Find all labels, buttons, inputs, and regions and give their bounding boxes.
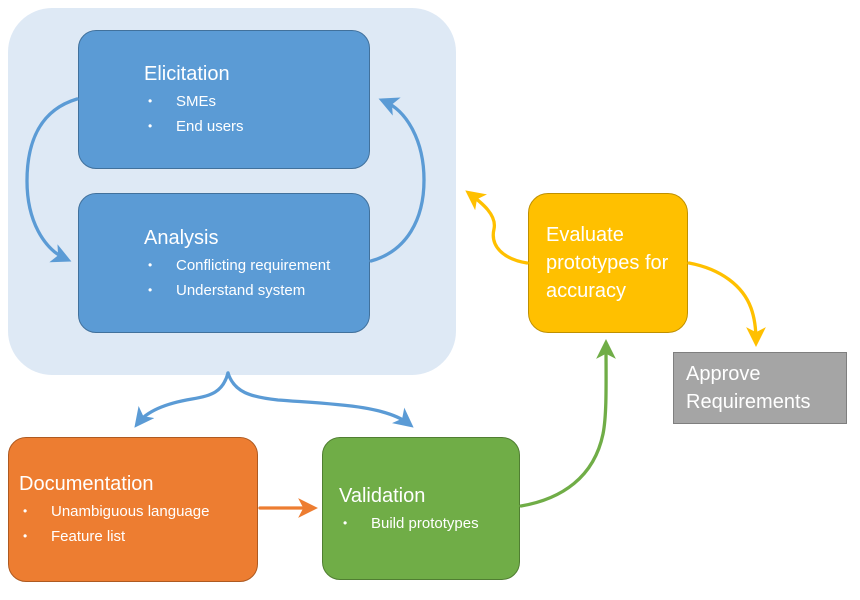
approve-requirements-title: Approve Requirements [686,363,811,413]
bullet-text: Conflicting requirement [176,256,331,274]
bullet-text: End users [176,118,244,135]
bullet-text: Unambiguous language [51,503,210,520]
arrow-evaluate-to-approve [687,261,766,347]
bullet-dot: • [148,282,153,297]
bullet-text: Build prototypes [371,514,479,532]
evaluate-prototypes-node: Evaluate prototypes for accuracy [528,193,688,333]
arrow-evaluate-to-group [465,190,529,265]
evaluate-prototypes-title: Evaluate prototypes for accuracy [546,224,669,302]
arrow-validation-to-evaluate [519,339,616,508]
bullet-text: SMEs [176,93,217,110]
analysis-title: Analysis [144,226,219,249]
arrow-group-to-validation [226,371,414,428]
bullet-dot: • [148,94,153,108]
validation-node: Validation • Build prototypes [322,437,520,580]
bullet-item: • Unambiguous language [19,499,251,524]
bullet-item: • Understand system [144,278,361,303]
validation-title: Validation [339,484,426,507]
validation-bullets: • Build prototypes [339,511,513,536]
elicitation-title: Elicitation [144,63,230,85]
bullet-dot: • [343,515,348,530]
documentation-bullets: • Unambiguous language • Feature list [19,499,251,549]
bullet-item: • SMEs [144,89,361,114]
arrow-group-to-documentation [134,371,230,428]
bullet-dot: • [23,504,28,518]
documentation-title: Documentation [19,473,154,495]
analysis-node: Analysis • Conflicting requirement • Und… [78,193,370,333]
bullet-text: Understand system [176,281,306,299]
bullet-dot: • [148,119,153,133]
elicitation-bullets: • SMEs • End users [144,89,361,139]
bullet-item: • Build prototypes [339,511,513,536]
bullet-dot: • [23,529,28,543]
analysis-bullets: • Conflicting requirement • Understand s… [144,253,361,303]
elicitation-node: Elicitation • SMEs • End users [78,30,370,169]
bullet-item: • End users [144,114,361,139]
documentation-node: Documentation • Unambiguous language • F… [8,437,258,582]
approve-requirements-node: Approve Requirements [673,352,847,424]
bullet-item: • Feature list [19,524,251,549]
bullet-dot: • [148,257,153,272]
bullet-item: • Conflicting requirement [144,253,361,278]
bullet-text: Feature list [51,528,126,545]
